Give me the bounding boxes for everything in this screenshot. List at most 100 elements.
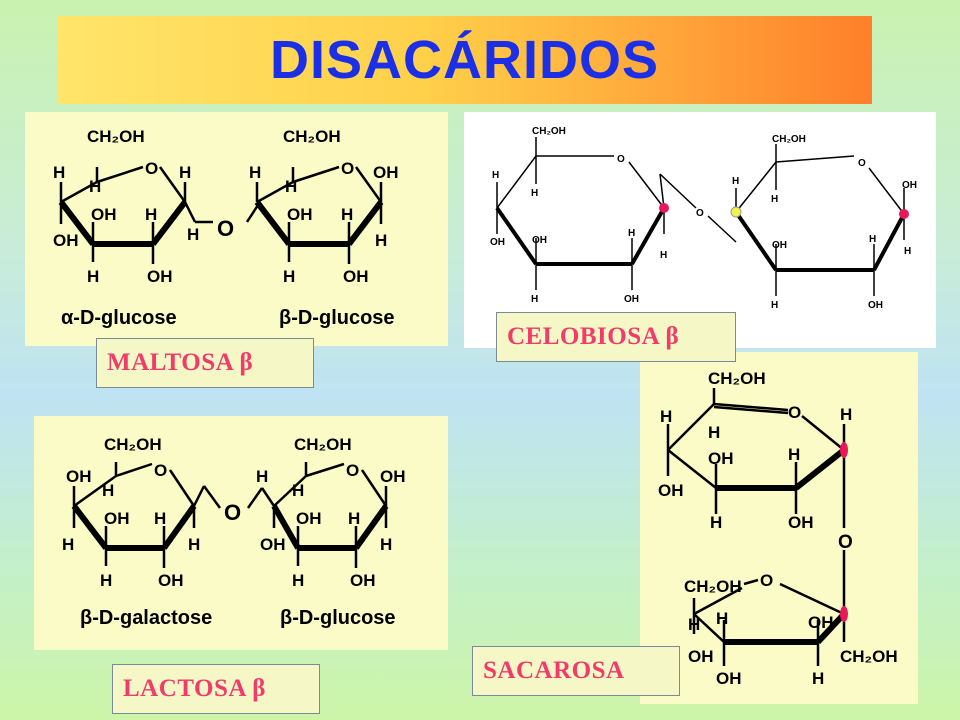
maltose-h-8: H [285, 177, 297, 196]
maltose-ch2oh-left: CH₂OH [87, 127, 145, 146]
lactose-caption-left: β-D-galactose [80, 607, 212, 629]
sucrose-panel: CH₂OH O H H H OH OH H H OH O CH₂OH O H H… [640, 352, 918, 704]
maltose-caption-right: β-D-glucose [279, 307, 395, 329]
maltose-h-11: H [283, 267, 295, 286]
sucrose-oh-1: OH [658, 481, 684, 500]
sucrose-o-top: O [788, 403, 801, 422]
sucrose-oh-4: OH [808, 613, 834, 632]
lactose-o-bridge: O [224, 500, 241, 525]
lactose-h-7: H [292, 481, 304, 500]
lactose-h-10: H [292, 571, 304, 590]
cellobiose-oh-3: OH [624, 294, 639, 305]
lactose-caption-right: β-D-glucose [280, 607, 396, 629]
maltose-h-4: H [145, 205, 157, 224]
cellobiose-oh-1: OH [490, 237, 505, 248]
cellobiose-h-2: H [531, 188, 538, 199]
lactose-oh-4: OH [380, 467, 406, 486]
cellobiose-h-5: H [531, 294, 538, 305]
maltose-oh-3: OH [147, 267, 173, 286]
cellobiose-h-1: H [492, 170, 499, 181]
lactose-oh-1: OH [66, 467, 92, 486]
lactose-h-8: H [348, 509, 360, 528]
lactose-o-right: O [346, 461, 359, 480]
cellobiose-h-4: H [660, 250, 667, 261]
maltose-panel: CH₂OH O H H H OH H OH H OH H O CH₂OH O H… [25, 112, 448, 346]
cellobiose-panel: CH₂OH O H H OH OH H H H OH O CH₂OH O H H… [464, 112, 936, 348]
cellobiose-o-bridge: O [696, 208, 704, 219]
lactose-oh-5: OH [260, 535, 286, 554]
lactose-oh-7: OH [350, 571, 376, 590]
sucrose-h-8: H [812, 669, 824, 688]
sucrose-h-2: H [660, 407, 672, 426]
lactose-oh-2: OH [104, 509, 130, 528]
lactose-panel: CH₂OH O OH H H OH H H H OH O CH₂OH O H H… [34, 416, 448, 650]
maltose-structure: CH₂OH O H H H OH H OH H OH H O CH₂OH O H… [25, 112, 448, 346]
cellobiose-h-3: H [628, 228, 635, 239]
lactose-h-4: H [188, 535, 200, 554]
sucrose-h-1: H [840, 405, 852, 424]
sacarosa-label: SACAROSA [472, 646, 680, 696]
cellobiose-oh-6: OH [868, 300, 883, 311]
lactose-ch2oh-left: CH₂OH [104, 435, 162, 454]
sucrose-oh-2: OH [708, 449, 734, 468]
maltose-h-6: H [187, 225, 199, 244]
lactose-h-1: H [102, 481, 114, 500]
lactose-oh-6: OH [296, 509, 322, 528]
sucrose-o-bridge: O [838, 532, 853, 553]
maltose-oh-2: OH [53, 231, 79, 250]
sucrose-h-5: H [710, 513, 722, 532]
sucrose-o-bottom: O [760, 571, 773, 590]
sucrose-ch2oh-bottom-left: CH₂OH [684, 577, 742, 596]
cellobiose-h-7: H [771, 194, 778, 205]
maltose-ch2oh-right: CH₂OH [283, 127, 341, 146]
maltose-caption-left: α-D-glucose [61, 307, 177, 329]
maltose-h-7: H [249, 163, 261, 182]
celobiosa-label: CELOBIOSA β [496, 312, 736, 362]
maltose-oh-4: OH [373, 163, 399, 182]
sucrose-ch2oh-bottom-right: CH₂OH [840, 647, 898, 666]
cellobiose-h-9: H [904, 246, 911, 257]
sucrose-oh-6: OH [716, 669, 742, 688]
sucrose-h-4: H [788, 445, 800, 464]
cellobiose-ch2oh-left: CH₂OH [532, 126, 566, 137]
cellobiose-oh-4: OH [902, 180, 917, 191]
maltose-h-9: H [341, 205, 353, 224]
lactose-oh-3: OH [158, 571, 184, 590]
sucrose-oh-5: OH [688, 647, 714, 666]
cellobiose-h-6: H [732, 176, 739, 187]
cellobiose-oh-5: OH [772, 240, 787, 251]
cellobiose-h-8: H [869, 234, 876, 245]
maltose-o-left: O [145, 159, 158, 178]
maltose-o-right: O [341, 159, 354, 178]
title-banner: DISACÁRIDOS [57, 16, 872, 104]
lactosa-label: LACTOSA β [112, 664, 320, 714]
lactose-h-6: H [256, 467, 268, 486]
maltose-oh-1: OH [91, 205, 117, 224]
sucrose-h-7: H [716, 609, 728, 628]
maltose-oh-6: OH [343, 267, 369, 286]
sucrose-ch2oh-top: CH₂OH [708, 369, 766, 388]
lactose-h-2: H [62, 535, 74, 554]
sucrose-structure: CH₂OH O H H H OH OH H H OH O CH₂OH O H H… [640, 352, 918, 704]
lactose-h-9: H [380, 535, 392, 554]
cellobiose-ch2oh-right: CH₂OH [772, 134, 806, 145]
maltose-o-bridge: O [217, 216, 234, 241]
maltose-oh-5: OH [287, 205, 313, 224]
lactose-h-3: H [154, 509, 166, 528]
lactose-structure: CH₂OH O OH H H OH H H H OH O CH₂OH O H H… [34, 416, 448, 650]
maltose-h-10: H [375, 231, 387, 250]
maltose-h-1: H [53, 163, 65, 182]
maltosa-label: MALTOSA β [96, 338, 314, 388]
cellobiose-o-right: O [858, 158, 866, 169]
maltose-h-5: H [87, 267, 99, 286]
lactose-o-left: O [154, 461, 167, 480]
cellobiose-oh-2: OH [532, 235, 547, 246]
sucrose-h-3: H [708, 423, 720, 442]
maltose-h-3: H [179, 163, 191, 182]
sucrose-h-6: H [688, 615, 700, 634]
sucrose-oh-3: OH [788, 513, 814, 532]
page-title: DISACÁRIDOS [269, 30, 660, 90]
lactose-h-5: H [100, 571, 112, 590]
cellobiose-o-left: O [617, 154, 625, 165]
lactose-ch2oh-right: CH₂OH [294, 435, 352, 454]
